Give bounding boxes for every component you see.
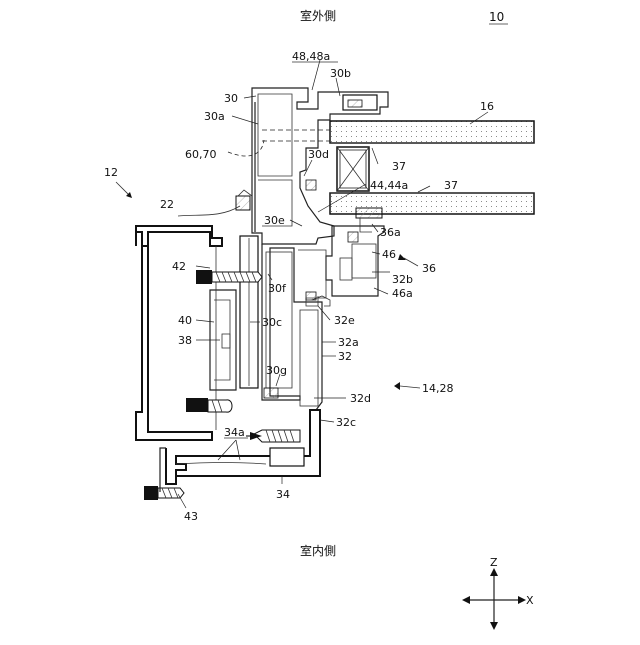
label-axis-x: X	[526, 594, 534, 607]
label-60-70: 60,70	[185, 148, 217, 161]
label-38: 38	[178, 334, 192, 347]
label-30e: 30e	[264, 214, 285, 227]
label-37-lower: 37	[444, 179, 458, 192]
label-outdoor: 室外側	[300, 8, 336, 23]
label-30f: 30f	[268, 282, 287, 295]
label-14-28: 14,28	[422, 382, 454, 395]
label-44-44a: 44,44a	[370, 179, 408, 192]
thermal-break-30c	[240, 236, 258, 388]
bead-36	[326, 208, 384, 296]
screw-32c	[246, 430, 300, 442]
label-34a: 34a	[224, 426, 245, 439]
label-36a: 36a	[380, 226, 401, 239]
label-40: 40	[178, 314, 192, 327]
label-30g: 30g	[266, 364, 287, 377]
label-30b: 30b	[330, 67, 351, 80]
axis-indicator	[462, 568, 526, 630]
label-32d: 32d	[350, 392, 371, 405]
screw-43	[144, 486, 184, 500]
screw-42	[196, 270, 262, 284]
label-32c: 32c	[336, 416, 356, 429]
label-16: 16	[480, 100, 494, 113]
gasket-left	[236, 196, 250, 210]
label-32b: 32b	[392, 273, 413, 286]
label-indoor: 室内側	[300, 543, 336, 558]
gasket-30d	[306, 180, 316, 190]
spacer-block	[337, 147, 369, 191]
label-37-upper: 37	[392, 160, 406, 173]
clip-30b	[343, 95, 377, 110]
label-46: 46	[382, 248, 396, 261]
label-22: 22	[160, 198, 174, 211]
label-42: 42	[172, 260, 186, 273]
label-32a: 32a	[338, 336, 359, 349]
label-figure-number: 10	[489, 10, 504, 24]
label-43: 43	[184, 510, 198, 523]
label-12: 12	[104, 166, 118, 179]
label-46a: 46a	[392, 287, 413, 300]
label-34: 34	[276, 488, 290, 501]
label-32e: 32e	[334, 314, 355, 327]
screw-lower	[186, 398, 232, 412]
label-30c: 30c	[262, 316, 282, 329]
label-axis-z: Z	[490, 556, 498, 569]
label-32: 32	[338, 350, 352, 363]
label-48: 48,48a	[292, 50, 330, 63]
label-30: 30	[224, 92, 238, 105]
sill-34	[160, 410, 320, 492]
label-36: 36	[422, 262, 436, 275]
label-30a: 30a	[204, 110, 225, 123]
label-30d: 30d	[308, 148, 329, 161]
